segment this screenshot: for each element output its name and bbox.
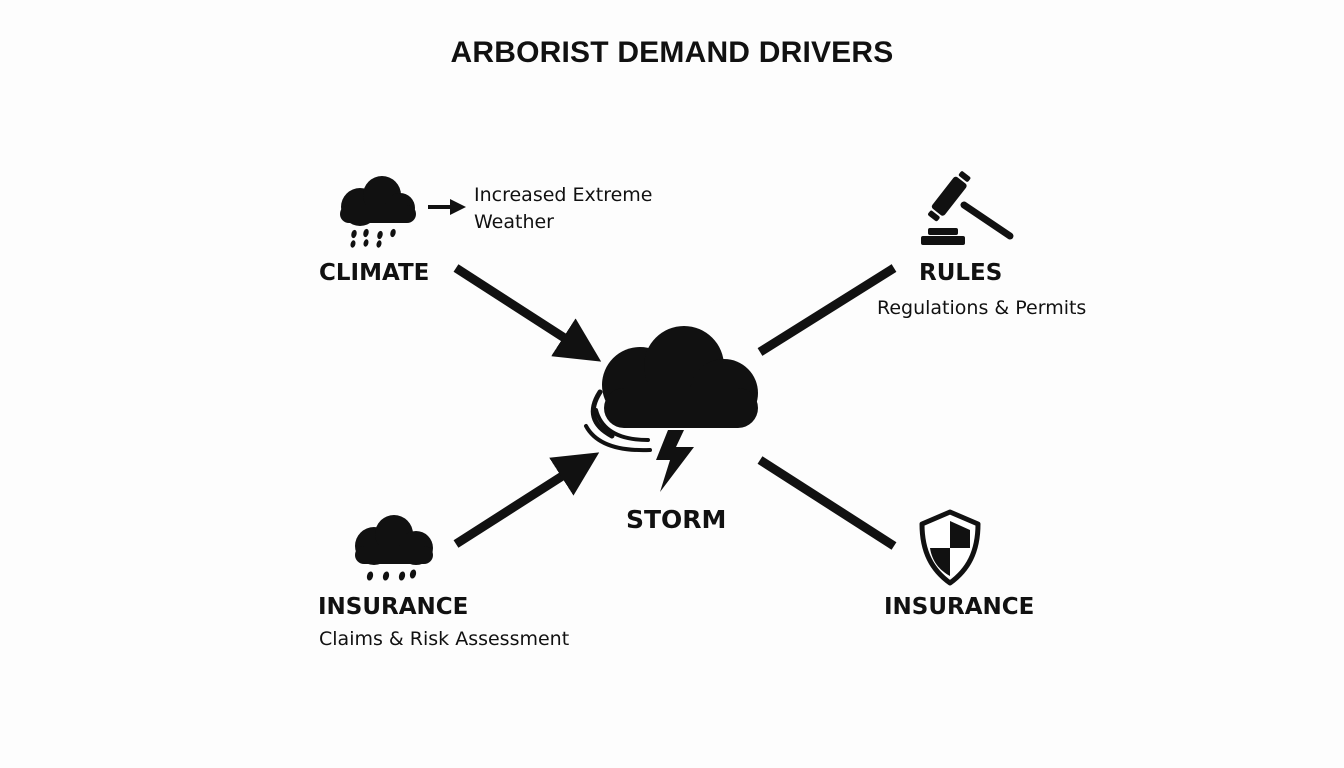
connector-climate-to-storm bbox=[453, 264, 602, 362]
gavel-icon bbox=[921, 171, 1014, 245]
page-title: ARBORIST DEMAND DRIVERS bbox=[450, 36, 894, 69]
rain-cloud-icon bbox=[340, 176, 416, 248]
insurance-left-sub: Claims & Risk Assessment bbox=[319, 628, 570, 650]
climate-note-line-1: Increased Extreme bbox=[474, 184, 653, 206]
shield-icon bbox=[919, 509, 981, 586]
climate-note-line-2: Weather bbox=[474, 211, 554, 233]
rules-sub: Regulations & Permits bbox=[877, 297, 1087, 319]
insurance-right-label: INSURANCE bbox=[884, 594, 1035, 620]
storm-cloud-icon bbox=[584, 326, 758, 492]
storm-label: STORM bbox=[626, 505, 727, 534]
connector-insurance-to-storm bbox=[453, 452, 600, 548]
rules-label: RULES bbox=[919, 260, 1003, 286]
rain-cloud-icon bbox=[355, 515, 433, 581]
insurance-left-label: INSURANCE bbox=[318, 594, 469, 620]
climate-label: CLIMATE bbox=[319, 260, 430, 286]
connector-insurance-right-to-storm bbox=[757, 456, 897, 550]
climate-note: Increased Extreme Weather bbox=[474, 182, 653, 236]
connector-rules-to-storm bbox=[757, 264, 897, 356]
